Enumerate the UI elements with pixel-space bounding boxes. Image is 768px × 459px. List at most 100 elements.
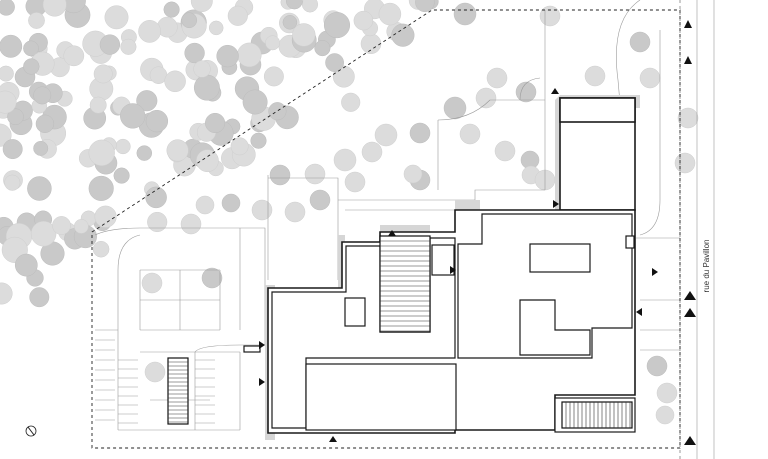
entrance-arrow-icon: [684, 308, 696, 317]
tree: [584, 65, 606, 87]
tree: [656, 382, 678, 404]
entrance-arrow-icon: [684, 436, 696, 445]
building: [167, 97, 636, 434]
tree: [136, 90, 158, 112]
patio-north: [529, 243, 591, 273]
tree: [89, 96, 107, 114]
tree: [486, 67, 508, 89]
tree: [639, 67, 661, 89]
tree: [120, 38, 137, 55]
tree: [268, 102, 287, 121]
tree: [42, 0, 67, 17]
tree: [136, 145, 153, 161]
tree: [251, 199, 273, 221]
tree: [208, 20, 224, 36]
tree: [403, 164, 423, 184]
patio-west: [344, 297, 366, 327]
tree: [28, 12, 45, 29]
street-name: rue du Pavillon: [702, 240, 711, 293]
tree: [250, 132, 267, 149]
east-entrance: [625, 235, 635, 249]
tree: [145, 109, 169, 133]
tree: [14, 253, 38, 277]
tree: [33, 86, 52, 105]
entrance-arrow-icon: [684, 56, 692, 64]
street: [616, 0, 715, 459]
forest-trees: [0, 0, 439, 308]
tree: [115, 138, 131, 155]
entrance-arrow-icon: [636, 308, 642, 316]
entrance-arrow-icon: [329, 436, 337, 442]
tree: [0, 0, 15, 16]
tree: [195, 195, 215, 215]
tree: [2, 139, 23, 160]
tree: [30, 220, 57, 247]
tree: [27, 176, 52, 201]
tree: [35, 114, 55, 133]
tree: [282, 15, 298, 30]
tree: [23, 58, 40, 75]
tree: [163, 1, 180, 18]
tree: [344, 171, 366, 193]
paths: [267, 10, 680, 351]
tree: [629, 31, 651, 53]
patio-center: [431, 244, 455, 276]
inner-courtyard: [519, 299, 591, 356]
tree: [73, 219, 89, 234]
tree: [325, 53, 344, 72]
tree: [494, 140, 516, 162]
site-boundary: [91, 9, 681, 449]
tree: [353, 10, 374, 31]
tree: [284, 201, 306, 223]
tree: [99, 34, 121, 55]
tree: [196, 149, 219, 173]
stairs-parking: [167, 357, 189, 425]
tree: [52, 216, 71, 235]
tree: [374, 123, 398, 147]
tree: [674, 152, 696, 174]
tree: [292, 23, 316, 47]
tree: [180, 213, 202, 235]
tree: [242, 89, 268, 115]
tree: [323, 12, 351, 39]
tree: [0, 282, 13, 305]
tree: [391, 23, 415, 47]
tree: [4, 174, 21, 191]
tree: [147, 211, 168, 233]
tree: [0, 65, 14, 82]
tree: [646, 355, 668, 377]
east-wing-upper: [559, 97, 636, 123]
tree: [144, 361, 166, 383]
entrance-arrow-icon: [551, 88, 559, 94]
tree: [237, 42, 262, 68]
entrance-arrow-icon: [450, 266, 456, 274]
tree: [285, 0, 303, 10]
tree: [415, 0, 435, 13]
tree: [0, 34, 23, 58]
tree: [63, 45, 85, 67]
tree: [120, 103, 146, 129]
tree: [29, 287, 50, 308]
tree: [360, 33, 382, 54]
west-door: [243, 345, 261, 353]
tree: [104, 5, 129, 30]
tree: [7, 108, 24, 126]
tree: [378, 2, 402, 26]
tree: [221, 193, 241, 213]
tree: [475, 87, 497, 109]
entrance-arrow-icon: [259, 341, 265, 349]
tree: [184, 42, 205, 64]
tree: [93, 64, 113, 84]
tree: [205, 112, 226, 134]
tree: [201, 267, 223, 289]
tree: [309, 189, 331, 211]
tree: [314, 40, 331, 57]
tree: [227, 5, 248, 26]
tree: [333, 148, 357, 172]
tree: [301, 0, 319, 13]
entrance-arrow-icon: [684, 291, 696, 300]
tree: [269, 164, 291, 186]
tree: [23, 40, 39, 57]
tree: [164, 70, 186, 93]
